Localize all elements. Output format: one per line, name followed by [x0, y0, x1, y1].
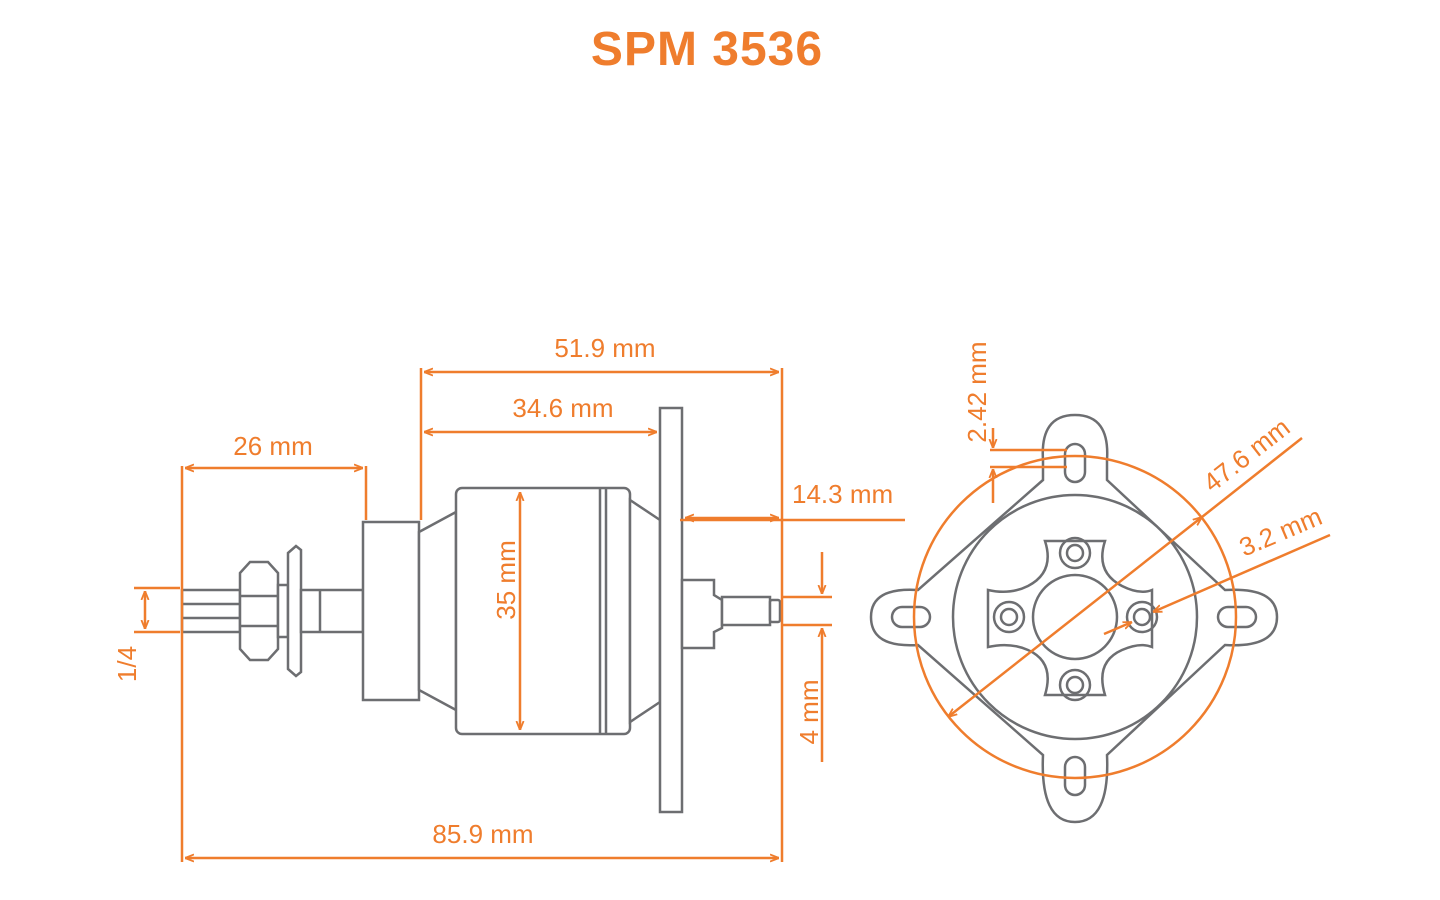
slot-right	[1216, 605, 1258, 629]
label-3-2: 3.2 mm	[1235, 501, 1327, 562]
dim-line-3-2a	[1103, 620, 1132, 636]
rear-shaft-tip	[768, 598, 782, 624]
label-4: 4 mm	[794, 680, 824, 745]
side-view	[180, 406, 782, 814]
mount-plate	[658, 406, 684, 814]
front-shaft	[299, 588, 365, 634]
label-34-6: 34.6 mm	[512, 393, 613, 423]
can-taper	[417, 509, 458, 713]
label-51-9: 51.9 mm	[554, 333, 655, 363]
prop-shaft-thread	[180, 588, 242, 634]
drawing-title: SPM 3536	[590, 23, 824, 76]
prop-nut	[238, 560, 280, 662]
prop-washer-back	[276, 583, 290, 639]
slot-bottom	[1063, 755, 1087, 797]
label-35: 35 mm	[491, 540, 521, 619]
rear-hub	[680, 578, 724, 650]
slot-top	[1063, 442, 1087, 484]
label-85-9: 85.9 mm	[432, 819, 533, 849]
dim-line-47-6	[948, 517, 1202, 717]
motor-can	[454, 486, 632, 736]
label-2-42: 2.42 mm	[962, 341, 992, 442]
label-14-3: 14.3 mm	[792, 479, 893, 509]
bearing-housing	[361, 520, 421, 702]
label-26: 26 mm	[233, 431, 312, 461]
rear-shaft	[720, 595, 772, 627]
can-back	[628, 497, 662, 725]
bolt-circle	[912, 454, 1238, 780]
prop-washer	[286, 544, 303, 678]
label-1-4: 1/4	[112, 646, 142, 682]
slot-left	[890, 605, 932, 629]
side-dimensions: 51.9 mm 34.6 mm 26 mm 14.3 mm 85.9 mm 35…	[112, 333, 905, 862]
dim-line-3-2b	[1153, 533, 1331, 614]
